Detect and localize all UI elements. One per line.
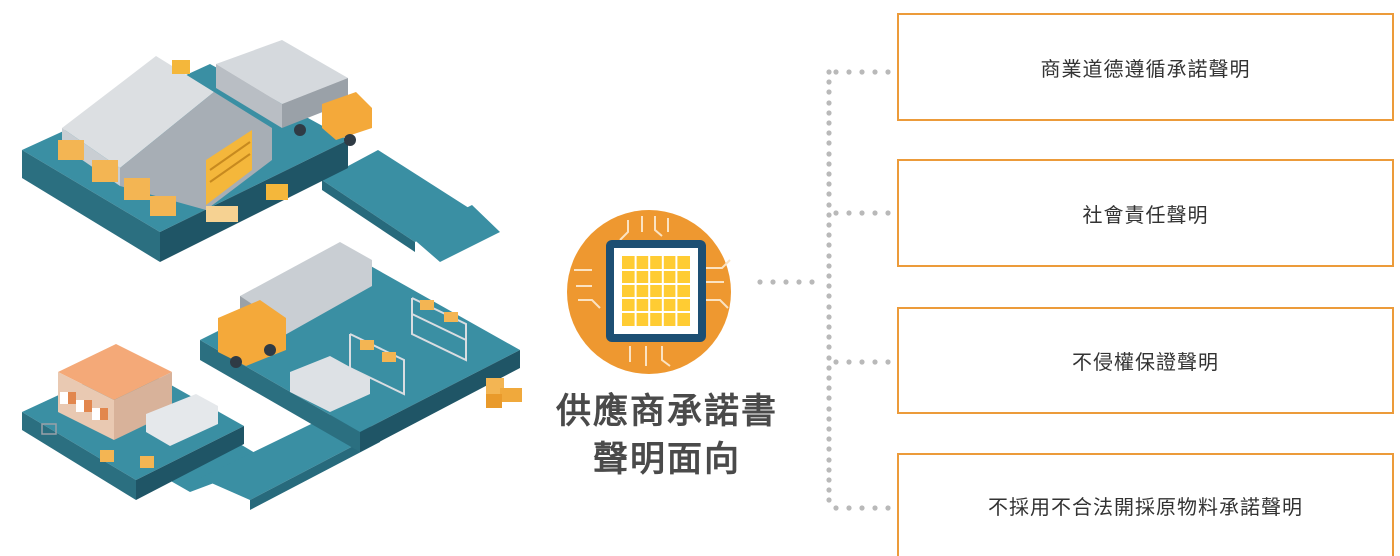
connector-dot [872, 505, 878, 511]
statement-label: 商業道德遵循承諾聲明 [1040, 56, 1251, 81]
connector-dot [826, 385, 832, 391]
connector-dot [826, 304, 832, 310]
connector-dot [859, 505, 865, 511]
statement-label: 不侵權保證聲明 [1072, 350, 1219, 374]
center-title-line-1: 供應商承諾書 [555, 392, 778, 432]
connector-dot [885, 505, 891, 511]
connector-dot [826, 69, 832, 75]
connector-dot [846, 505, 852, 511]
connector-dot [826, 120, 832, 126]
statement-box-conflict-minerals: 不採用不合法開採原物料承諾聲明 [897, 453, 1394, 556]
connector-dot [826, 161, 832, 167]
connector-dot [826, 314, 832, 320]
connector-dot [885, 210, 891, 216]
connector-dot [826, 293, 832, 299]
connector-dot [826, 140, 832, 146]
connector-dot [826, 416, 832, 422]
connector-dot [826, 212, 832, 218]
connector-dot [796, 279, 802, 285]
connector-dot [833, 69, 839, 75]
connector-dot [859, 69, 865, 75]
connector-dot [833, 210, 839, 216]
connector-dot [826, 202, 832, 208]
statement-label: 社會責任聲明 [1082, 202, 1209, 227]
connector-dot [826, 467, 832, 473]
connector-dot [826, 151, 832, 157]
connector-dot [826, 130, 832, 136]
statement-box-non-infringement: 不侵權保證聲明 [897, 307, 1394, 414]
connector-dot [826, 324, 832, 330]
connector-dot [826, 406, 832, 412]
shop-platform [22, 344, 244, 500]
center-title: 供應商承諾書 聲明面向 [537, 388, 797, 484]
connector-dot [833, 359, 839, 365]
connector-dot [826, 171, 832, 177]
center-title-line-2: 聲明面向 [592, 440, 741, 480]
connector-dot [859, 359, 865, 365]
connector-dot [859, 210, 865, 216]
connector-dot [872, 210, 878, 216]
connector-dot [826, 344, 832, 350]
connector-dot [757, 279, 763, 285]
statement-box-social-responsibility: 社會責任聲明 [897, 159, 1394, 267]
cpu-chip-icon [567, 210, 731, 374]
warehouse-platform [22, 40, 372, 262]
connector-dot [885, 69, 891, 75]
statement-box-business-ethics: 商業道德遵循承諾聲明 [897, 13, 1394, 121]
connector-dot [826, 477, 832, 483]
connector-dot [826, 365, 832, 371]
connector-dot [826, 242, 832, 248]
connector-dot [872, 69, 878, 75]
connector-dot [826, 181, 832, 187]
connector-dot [826, 487, 832, 493]
connector-dot [826, 89, 832, 95]
connector-dot [826, 191, 832, 197]
connector-dot [872, 359, 878, 365]
connector-dot [826, 79, 832, 85]
connector-dot [826, 355, 832, 361]
connector-dot [826, 110, 832, 116]
connector-dot [826, 100, 832, 106]
logistics-supply-chain-illustration [22, 40, 522, 510]
connector-dot [826, 436, 832, 442]
connector-dot [809, 279, 815, 285]
statement-label: 不採用不合法開採原物料承諾聲明 [988, 495, 1303, 519]
connector-dot [826, 426, 832, 432]
dotted-connector [757, 69, 891, 511]
connector-dot [826, 222, 832, 228]
connector-dot [826, 232, 832, 238]
connector-dot [846, 69, 852, 75]
connector-dot [826, 253, 832, 259]
connector-dot [826, 334, 832, 340]
connector-dot [826, 273, 832, 279]
distribution-platform [200, 242, 522, 452]
connector-dot [846, 359, 852, 365]
connector-dot [783, 279, 789, 285]
connector-dot [826, 446, 832, 452]
connector-dot [770, 279, 776, 285]
connector-dot [833, 505, 839, 511]
connector-dot [826, 497, 832, 503]
connector-dot [826, 375, 832, 381]
connector-dot [826, 457, 832, 463]
connector-dot [826, 263, 832, 269]
connector-dot [826, 283, 832, 289]
connector-dot [885, 359, 891, 365]
connector-dot [826, 395, 832, 401]
connector-dot [846, 210, 852, 216]
